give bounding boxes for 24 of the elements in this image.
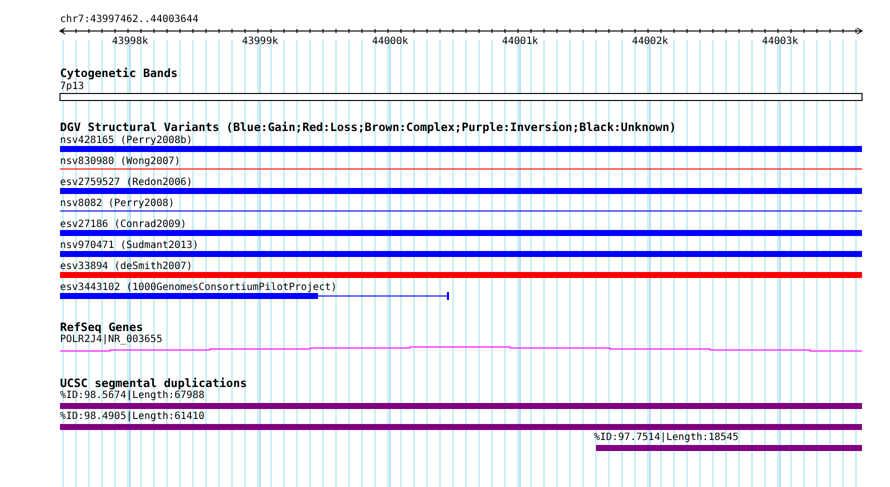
tick-label: 44002k — [632, 36, 668, 47]
tick-label: 43998k — [112, 36, 148, 47]
track-title: UCSC segmental duplications — [60, 377, 247, 390]
track-title: RefSeq Genes — [60, 321, 144, 334]
tick-label: 44003k — [762, 36, 798, 47]
tick-label: 44001k — [502, 36, 538, 47]
gene-label: POLR2J4|NR_003655 — [60, 334, 162, 345]
duplication-label: %ID:97.7514|Length:18545 — [594, 432, 738, 443]
variant-label: nsv428165 (Perry2008b) — [60, 135, 192, 146]
track-title: Cytogenetic Bands — [60, 67, 178, 80]
variant-label: esv2759527 (Redon2006) — [60, 177, 192, 188]
variant-label: nsv970471 (Sudmant2013) — [60, 240, 198, 251]
tick-label: 43999k — [242, 36, 278, 47]
variant-label: esv33894 (deSmith2007) — [60, 261, 192, 272]
tick-label: 44000k — [372, 36, 408, 47]
track-title: DGV Structural Variants (Blue:Gain;Red:Loss;Brown:Complex;Purple:Inversion;Black:Unknown) — [60, 121, 676, 134]
coordinate-label: chr7:43997462..44003644 — [60, 14, 198, 25]
variant-label: esv3443102 (1000GenomesConsortiumPilotProject) — [60, 282, 337, 293]
duplication-label: %ID:98.4905|Length:61410 — [60, 411, 204, 422]
variant-label: esv27186 (Conrad2009) — [60, 219, 186, 230]
band-label: 7p13 — [60, 81, 84, 92]
variant-label: nsv830980 (Wong2007) — [60, 156, 180, 167]
variant-label: nsv8082 (Perry2008) — [60, 198, 174, 209]
duplication-label: %ID:98.5674|Length:67988 — [60, 390, 204, 401]
